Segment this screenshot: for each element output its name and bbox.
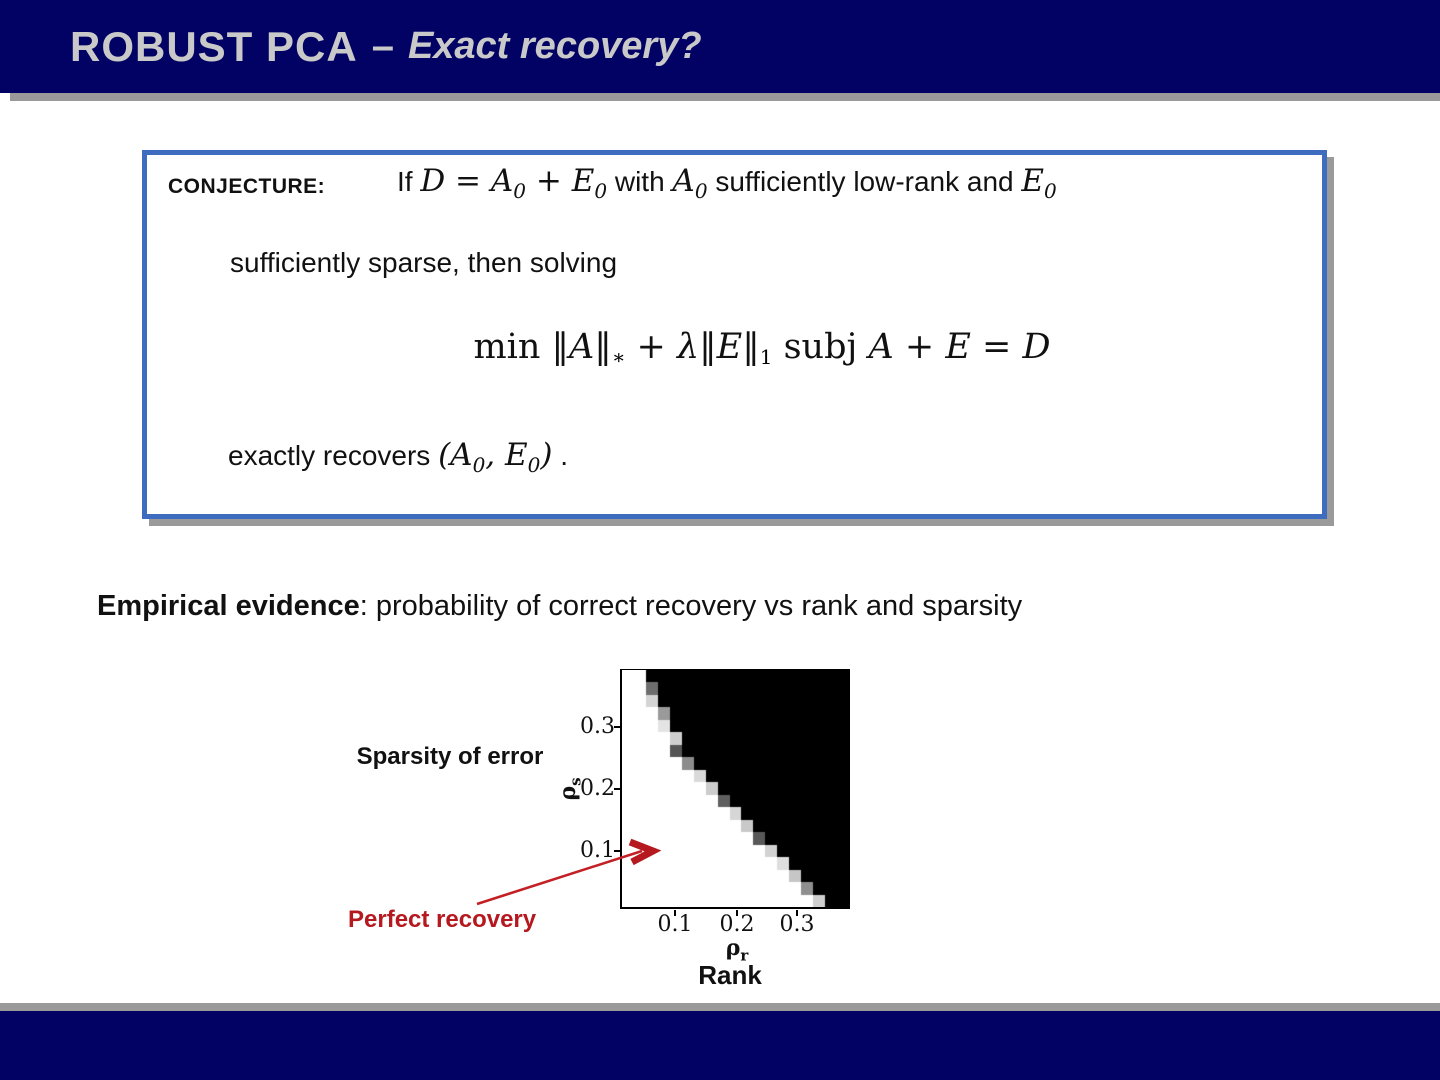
conjecture-formula: min ‖A‖∗ + λ‖E‖1 subj A + E = D	[147, 327, 1322, 369]
math-e0: E0	[1021, 163, 1057, 204]
text-period: .	[552, 440, 569, 471]
y-axis-label-rho-s: ρs	[555, 777, 585, 801]
formula-constraint: A + E = D	[868, 327, 1051, 367]
page-title: ROBUST PCA	[70, 22, 358, 70]
x-tick-0_2	[736, 910, 738, 916]
math-pair-a0-e0: (A0, E0)	[438, 437, 553, 478]
slide-header: ROBUST PCA – Exact recovery?	[0, 0, 1440, 93]
x-axis-label-rho-r: ρr	[725, 935, 749, 965]
conjecture-line-4: exactly recovers (A0, E0) .	[228, 437, 568, 477]
phase-transition-plot	[620, 669, 850, 909]
conjecture-label: CONJECTURE:	[168, 175, 326, 198]
x-tick-label-0_1: 0.1	[657, 912, 693, 937]
evidence-caption: Empirical evidence: probability of corre…	[97, 590, 1022, 623]
formula-min: min	[473, 327, 552, 367]
header-shadow	[10, 93, 1440, 101]
y-tick-label-0_3: 0.3	[580, 714, 615, 739]
text-lowrank: sufficiently low-rank and	[707, 166, 1022, 197]
conjecture-line-2: sufficiently sparse, then solving	[230, 247, 618, 278]
evidence-bold: Empirical evidence	[97, 590, 360, 622]
formula-one-sub: 1	[759, 345, 773, 369]
x-tick-0_3	[796, 910, 798, 916]
y-tick-0_1	[614, 850, 620, 852]
x-tick-0_1	[674, 910, 676, 916]
heatmap-canvas	[622, 670, 849, 907]
arrow-head-icon	[628, 838, 662, 866]
formula-subj: subj	[772, 327, 869, 367]
formula-plus: +	[625, 327, 677, 367]
formula-lambda-norm-e: λ‖E‖	[676, 327, 760, 367]
page-subtitle: Exact recovery?	[407, 25, 702, 67]
y-tick-label-0_2: 0.2	[580, 776, 615, 801]
conjecture-box: CONJECTURE: If D = A0 + E0 with A0 suffi…	[142, 150, 1327, 519]
x-tick-label-0_2: 0.2	[719, 912, 755, 937]
arrow-line	[476, 849, 643, 906]
conjecture-line-1: If D = A0 + E0 with A0 sufficiently low-…	[397, 163, 1057, 203]
evidence-rest: : probability of correct recovery vs ran…	[359, 590, 1023, 622]
math-a0: A0	[672, 163, 708, 204]
x-tick-label-0_3: 0.3	[779, 912, 815, 937]
rank-label: Rank	[698, 960, 762, 990]
perfect-recovery-label: Perfect recovery	[348, 906, 537, 933]
formula-norm-a: ‖A‖	[551, 327, 612, 367]
y-tick-0_3	[614, 726, 620, 728]
footer-divider	[0, 1003, 1440, 1011]
text-if: If	[397, 166, 421, 197]
title-dash: –	[371, 24, 394, 68]
sparsity-of-error-label: Sparsity of error	[356, 743, 544, 770]
text-with: with	[607, 166, 673, 197]
formula-star-sub: ∗	[611, 345, 626, 369]
text-exactly-recovers: exactly recovers	[228, 440, 439, 471]
math-d-equals: D = A0 + E0	[420, 163, 608, 204]
perfect-recovery-arrow	[476, 838, 662, 906]
slide-footer	[0, 1011, 1440, 1080]
y-tick-label-0_1: 0.1	[580, 838, 615, 863]
y-tick-0_2	[614, 788, 620, 790]
